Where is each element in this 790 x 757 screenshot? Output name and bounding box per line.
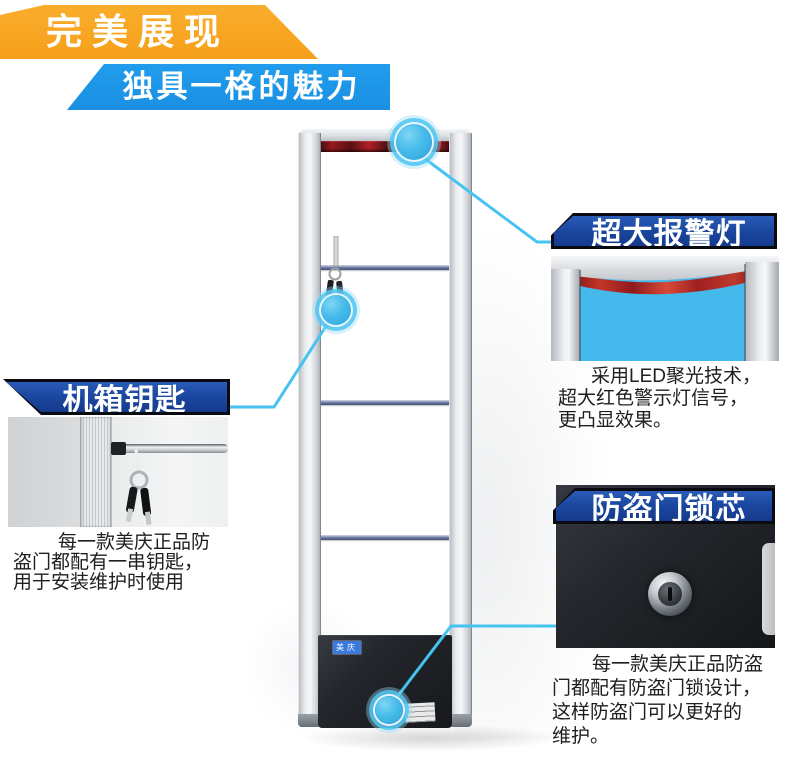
base-edge-trim bbox=[762, 543, 775, 635]
lock-core bbox=[658, 582, 682, 606]
gate-crossbar-1 bbox=[321, 265, 449, 270]
key-strap bbox=[134, 448, 140, 474]
key-rod bbox=[112, 444, 228, 453]
lock-desc-line: 每一款美庆正品防盗 bbox=[592, 654, 764, 675]
lock-desc-line: 这样防盗门可以更好的 bbox=[552, 702, 743, 723]
cabinet-key-closeup-photo bbox=[8, 417, 228, 527]
alarm-desc-line: 采用LED聚光技术， bbox=[591, 366, 761, 387]
left-post bbox=[551, 269, 580, 361]
aluminum-strip bbox=[80, 417, 112, 527]
page-title: 完美展现 bbox=[0, 5, 318, 59]
gate-crossbar-3 bbox=[321, 535, 449, 540]
gate-right-post bbox=[449, 133, 472, 716]
lock-description: 每一款美庆正品防盗 门都配有防盗门锁设计， 这样防盗门可以更好的 维护。 bbox=[552, 653, 790, 749]
callout-banner-alarm: 超大报警灯 bbox=[551, 213, 777, 249]
callout-banner-key: 机箱钥匙 bbox=[3, 379, 230, 415]
gate-crossbar-2 bbox=[321, 400, 449, 405]
callout-line-lock bbox=[392, 624, 556, 702]
highlight-marker-lock bbox=[375, 696, 403, 724]
callout-banner-key-label: 机箱钥匙 bbox=[6, 382, 227, 412]
top-bar bbox=[551, 256, 779, 281]
right-post bbox=[745, 262, 779, 361]
key-ring bbox=[129, 470, 149, 490]
floor-shadow bbox=[292, 724, 567, 752]
highlight-marker-alarm bbox=[396, 124, 432, 160]
key-1 bbox=[126, 486, 138, 513]
key-description: 每一款美庆正品防 盗门都配有一串钥匙， 用于安装维护时使用 bbox=[13, 533, 231, 593]
security-gate-photo: 美庆 bbox=[298, 128, 472, 729]
highlight-marker-key bbox=[321, 295, 351, 325]
left-post-edge bbox=[579, 270, 581, 361]
lock-desc-line: 门都配有防盗门锁设计， bbox=[552, 678, 762, 699]
alarm-description: 采用LED聚光技术， 超大红色警示灯信号， 更凸显效果。 bbox=[558, 366, 790, 432]
red-warning-light bbox=[571, 266, 763, 295]
keys-on-ring bbox=[125, 448, 152, 525]
lock-cylinder bbox=[648, 572, 692, 616]
keyhole-icon bbox=[668, 587, 672, 601]
key-desc-line: 用于安装维护时使用 bbox=[13, 572, 185, 593]
gate-left-post bbox=[298, 133, 321, 716]
key-rod-cap bbox=[111, 442, 126, 455]
brand-label: 美庆 bbox=[333, 641, 361, 654]
callout-banner-lock-label: 防盗门锁芯 bbox=[556, 491, 772, 521]
key-2 bbox=[140, 487, 152, 516]
alarm-light-closeup-photo bbox=[551, 256, 779, 361]
key-1-tip bbox=[125, 508, 134, 522]
alarm-desc-line: 超大红色警示灯信号， bbox=[558, 388, 749, 409]
callout-line-alarm bbox=[423, 156, 556, 244]
key-ring bbox=[328, 267, 342, 281]
key-desc-line: 盗门都配有一串钥匙， bbox=[13, 552, 204, 573]
callout-banner-alarm-label: 超大报警灯 bbox=[554, 216, 774, 246]
key-2-tip bbox=[144, 511, 152, 525]
lock-desc-line: 维护。 bbox=[552, 726, 610, 747]
alarm-closeup-art bbox=[551, 256, 779, 361]
key-desc-line: 每一款美庆正品防 bbox=[58, 532, 211, 553]
right-post-edge bbox=[744, 264, 746, 361]
gate-left-foot bbox=[298, 714, 321, 727]
alarm-desc-line: 更凸显效果。 bbox=[558, 410, 673, 431]
cabinet-panel bbox=[8, 417, 80, 527]
callout-banner-lock: 防盗门锁芯 bbox=[553, 488, 775, 524]
gate-right-foot bbox=[449, 714, 472, 727]
gate-alarm-light-strip bbox=[319, 141, 451, 152]
key-blade bbox=[333, 236, 339, 267]
page-subtitle: 独具一格的魅力 bbox=[67, 64, 390, 110]
callout-line-key bbox=[229, 319, 332, 409]
